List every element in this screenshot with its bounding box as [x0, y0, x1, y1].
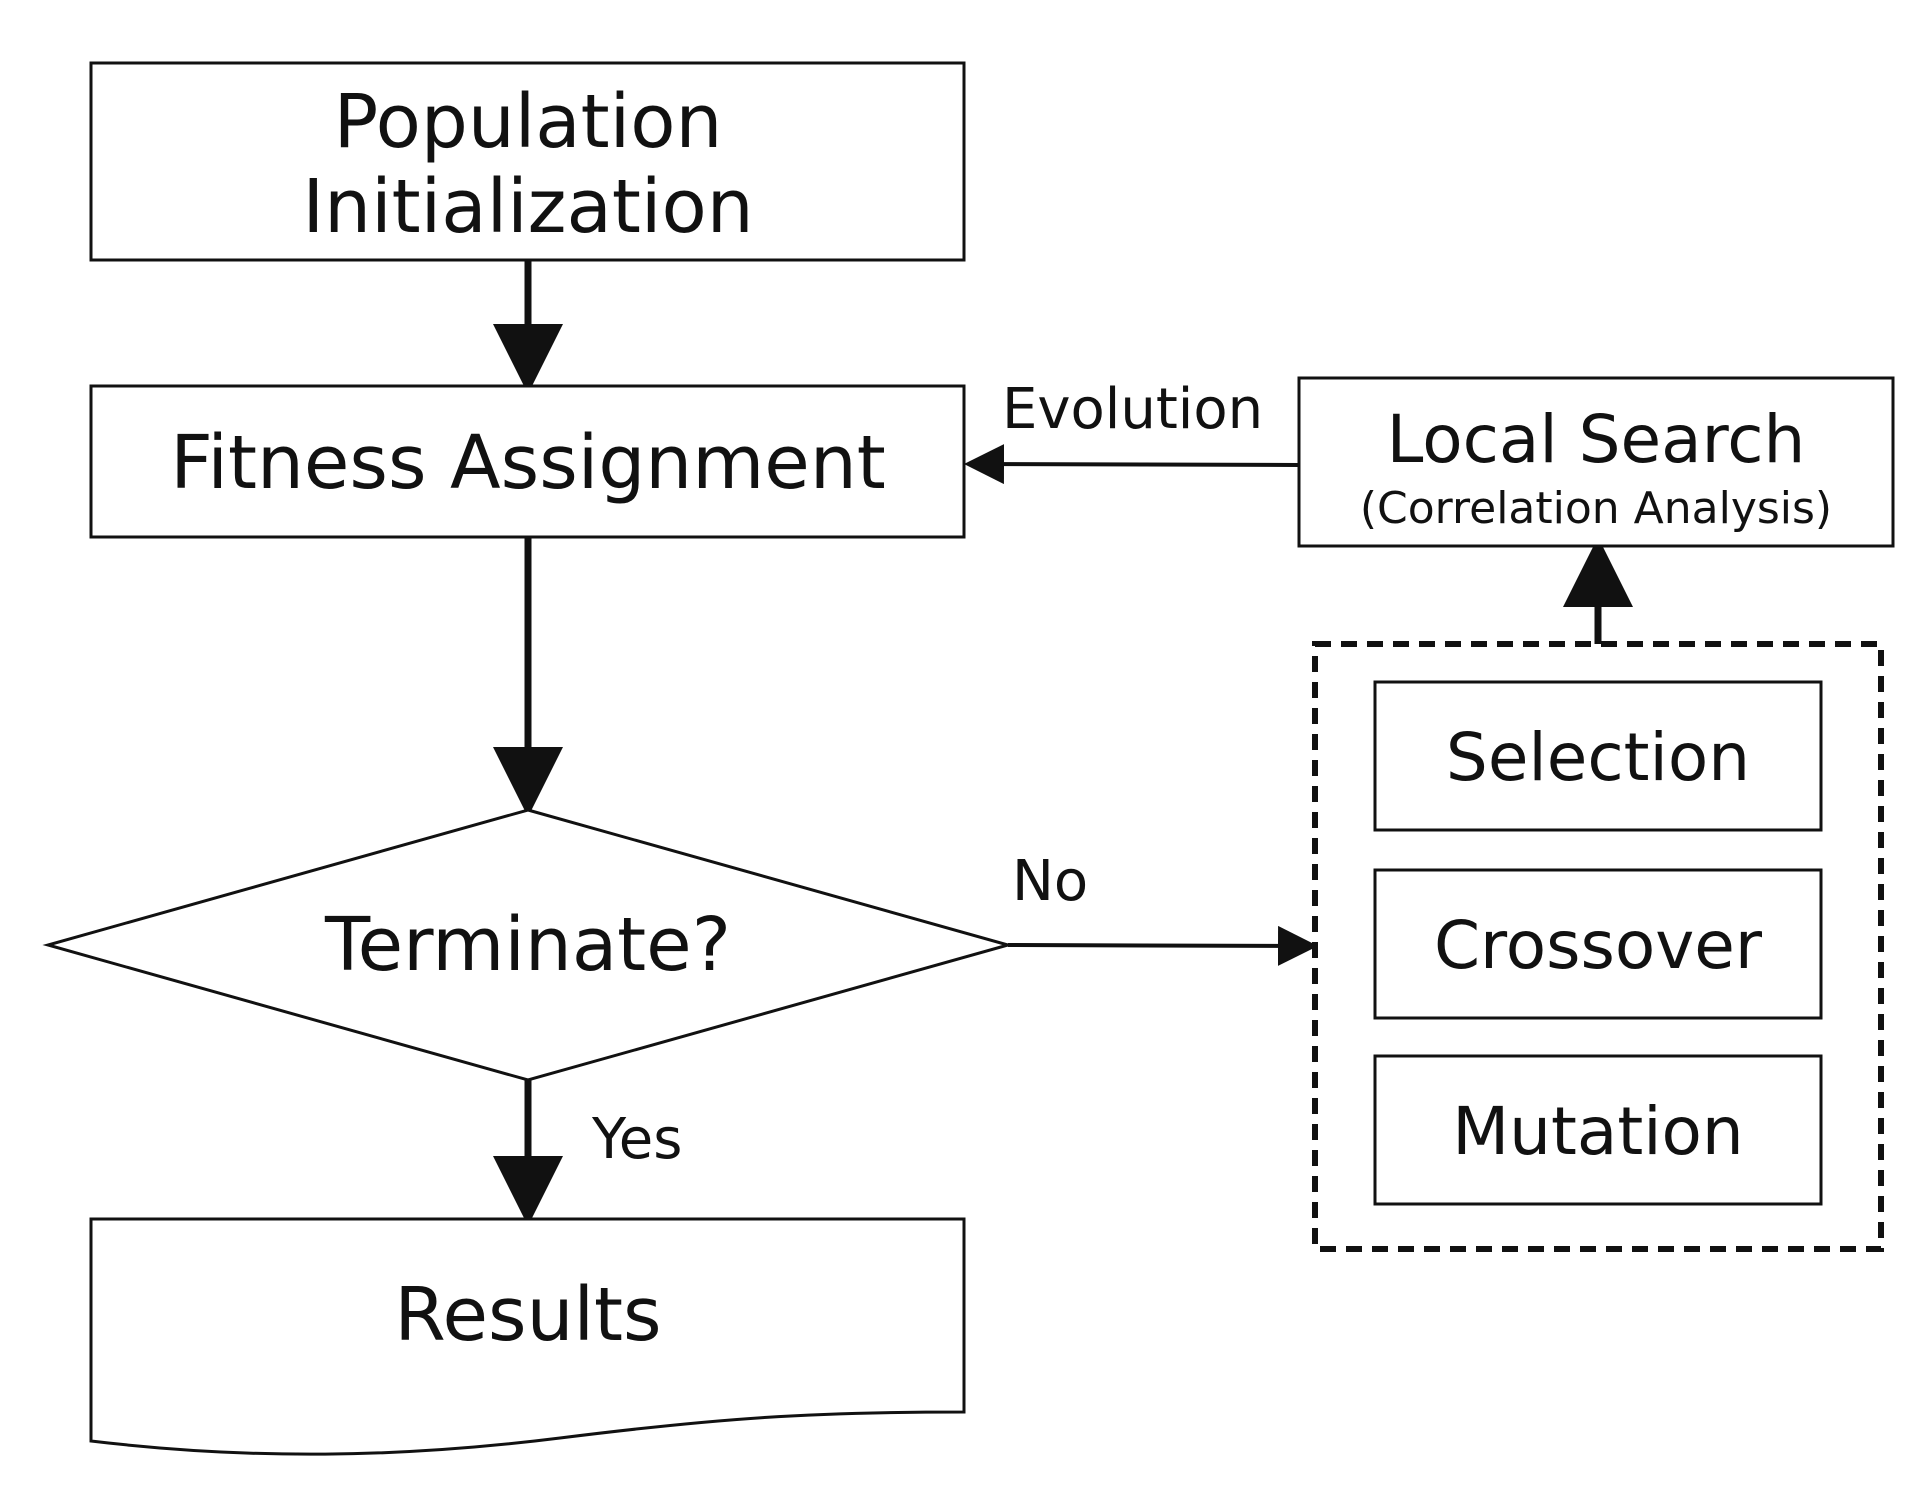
- yes-label: Yes: [591, 1107, 682, 1172]
- population-initialization-line2: Initialization: [302, 164, 753, 250]
- crossover-label: Crossover: [1434, 907, 1763, 984]
- crossover-node: Crossover: [1373, 868, 1823, 1020]
- mutation-label: Mutation: [1452, 1093, 1744, 1170]
- arrow-terminate-to-operators: [1007, 925, 1318, 966]
- fitness-assignment-label: Fitness Assignment: [170, 420, 886, 506]
- results-node: Results: [89, 1217, 966, 1456]
- population-initialization-line1: Population: [334, 79, 723, 165]
- arrow-local-search-to-fitness: [964, 444, 1300, 485]
- local-search-node: Local Search (Correlation Analysis): [1297, 376, 1895, 548]
- selection-node: Selection: [1373, 680, 1823, 832]
- selection-label: Selection: [1446, 719, 1750, 796]
- evolution-label: Evolution: [1002, 377, 1263, 442]
- mutation-node: Mutation: [1373, 1054, 1823, 1206]
- local-search-title: Local Search: [1387, 401, 1806, 478]
- results-label: Results: [394, 1272, 661, 1358]
- terminate-decision-node: Terminate?: [42, 808, 1014, 1082]
- no-label: No: [1012, 849, 1088, 914]
- genetic-operators-group: Selection Crossover Mutation: [1312, 641, 1884, 1252]
- population-initialization-node: Population Initialization: [89, 61, 966, 262]
- fitness-assignment-node: Fitness Assignment: [89, 384, 966, 539]
- terminate-label: Terminate?: [324, 902, 731, 988]
- operators-dashed-border: [1312, 641, 1884, 1252]
- local-search-subtitle: (Correlation Analysis): [1360, 483, 1832, 534]
